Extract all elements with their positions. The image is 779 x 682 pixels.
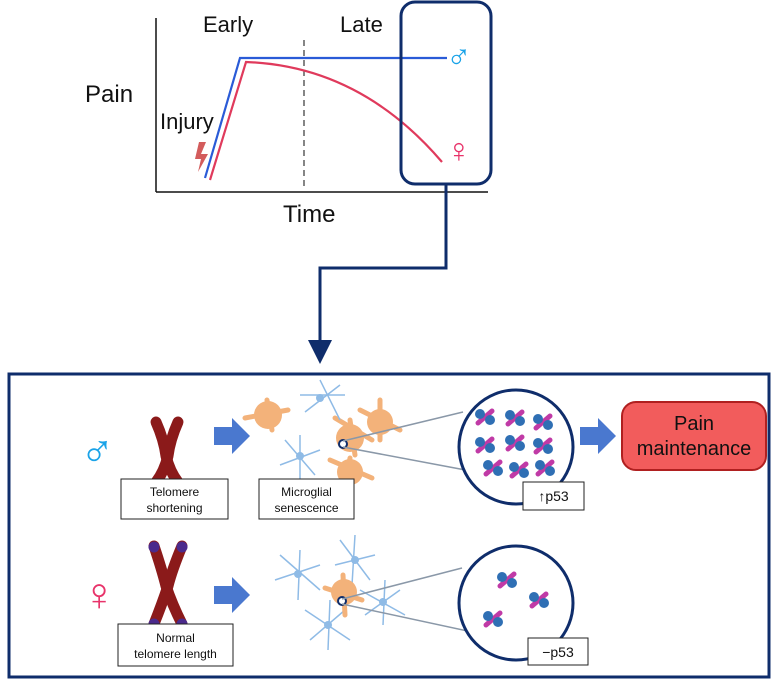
telomere-shortening-label: Telomere shortening bbox=[120, 478, 229, 520]
pain-maintenance-box: Pain maintenance bbox=[621, 401, 767, 471]
female-pain-curve bbox=[208, 60, 443, 181]
svg-text:Normal: Normal bbox=[156, 631, 195, 645]
male-zoom-line-top bbox=[342, 411, 464, 442]
svg-text:↑p53: ↑p53 bbox=[538, 488, 569, 504]
female-symbol-icon: ♀ bbox=[446, 132, 472, 170]
x-axis-label: Time bbox=[283, 201, 335, 228]
female-p53-zoom-circle bbox=[457, 544, 575, 662]
svg-text:telomere length: telomere length bbox=[134, 647, 217, 661]
male-p53-zoom-circle bbox=[457, 388, 575, 506]
phase-late-label: Late bbox=[340, 12, 383, 37]
svg-text:senescence: senescence bbox=[274, 501, 338, 515]
male-step-arrow-2 bbox=[580, 418, 616, 454]
p53-absent-label: −p53 bbox=[527, 637, 589, 666]
injury-bolt-icon bbox=[195, 142, 208, 172]
connector-arrow bbox=[308, 184, 448, 364]
svg-text:Pain: Pain bbox=[674, 413, 714, 435]
p53-increased-label: ↑p53 bbox=[522, 481, 585, 511]
y-axis-label: Pain bbox=[85, 81, 133, 108]
normal-telomere-label: Normal telomere length bbox=[117, 623, 234, 667]
svg-text:shortening: shortening bbox=[146, 501, 202, 515]
svg-text:Telomere: Telomere bbox=[150, 485, 200, 499]
mechanism-panel bbox=[7, 372, 771, 679]
male-microglia-cluster bbox=[242, 379, 403, 493]
injury-label: Injury bbox=[160, 109, 214, 134]
female-step-arrow bbox=[214, 577, 250, 613]
male-symbol-icon: ♂ bbox=[446, 37, 472, 75]
svg-text:maintenance: maintenance bbox=[637, 438, 752, 460]
phase-early-label: Early bbox=[203, 12, 253, 37]
male-step-arrow-1 bbox=[214, 418, 250, 454]
male-pain-curve bbox=[203, 56, 447, 179]
male-row-symbol-icon: ♂ bbox=[80, 423, 115, 475]
pain-time-graph: Pain Time Early Late Injury ♂ ♀ bbox=[85, 0, 493, 228]
normal-chromosome-icon bbox=[148, 540, 188, 630]
microglial-senescence-label: Microglial senescence bbox=[258, 478, 355, 520]
svg-text:Microglial: Microglial bbox=[281, 485, 332, 499]
svg-text:−p53: −p53 bbox=[542, 644, 574, 660]
female-microglia-cluster bbox=[274, 534, 406, 651]
female-zoom-line-top bbox=[341, 567, 463, 600]
female-row-symbol-icon: ♀ bbox=[82, 568, 117, 620]
shortened-chromosome-icon bbox=[150, 416, 184, 488]
